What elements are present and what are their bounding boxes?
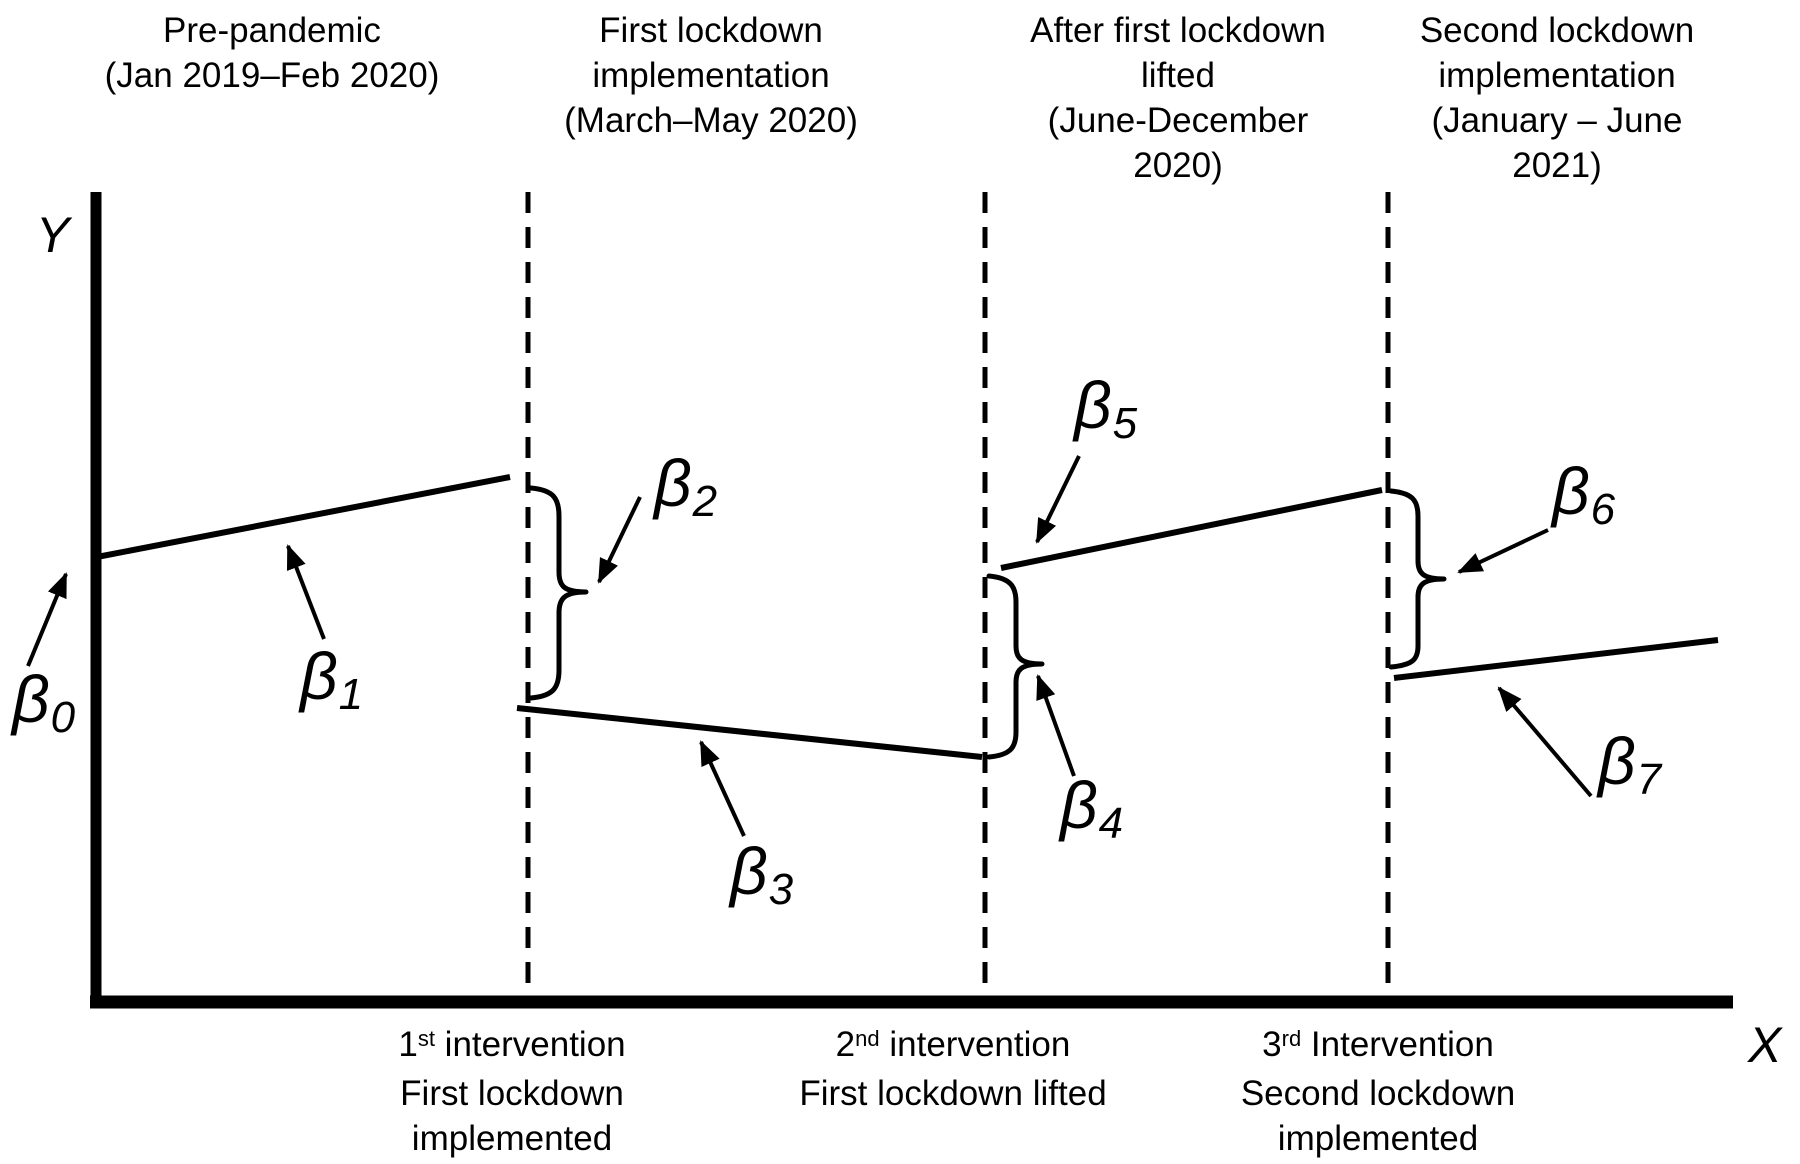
intervention-ordinal-suffix: nd [855,1026,880,1052]
period-label-first-lockdown: First lockdown implementation (March–May… [564,8,858,143]
intervention-ordinal-suffix: st [417,1026,435,1052]
intervention-ordinal: 2 [835,1025,856,1064]
beta-symbol: β [1552,454,1590,528]
period-line: Second lockdown [1419,11,1695,50]
arrow-beta6 [1457,528,1549,574]
intervention-label-1: 1st intervention First lockdown implemen… [398,1022,625,1161]
intervention-ordinal: 1 [398,1025,418,1064]
beta-symbol: β [1598,724,1636,798]
intervention-title-rest: intervention [879,1025,1071,1064]
intervention-title: 2nd intervention [799,1022,1106,1071]
beta3-label: β3 [730,838,793,911]
beta-subscript: 1 [338,669,364,719]
intervention-title-rest: Intervention [1301,1025,1494,1064]
intervention-label-2: 2nd intervention First lockdown lifted [799,1022,1106,1116]
arrow-beta0 [26,572,68,667]
period-line: (March–May 2020) [564,101,858,140]
intervention-title: 3rd Intervention [1241,1022,1515,1071]
intervention-line: implemented [1277,1119,1479,1158]
beta-subscript: 6 [1590,484,1616,534]
arrow-beta1 [286,544,326,640]
intervention-title-rest: intervention [434,1025,626,1064]
intervention-line: implemented [411,1119,613,1158]
beta7-label: β7 [1598,728,1661,801]
period-label-second-lockdown: Second lockdown implementation (January … [1420,8,1694,188]
beta-subscript: 3 [768,864,794,914]
beta0-label: β0 [12,666,75,739]
y-axis-label: Y [36,207,70,263]
period-line: (Jan 2019–Feb 2020) [104,56,440,95]
beta-subscript: 4 [1098,798,1124,848]
beta-symbol: β [300,639,338,713]
period-line: lifted [1141,56,1215,95]
segment-after-lockdown-lifted [1000,487,1383,571]
beta-subscript: 5 [1112,398,1138,448]
segment-pre-pandemic [96,474,511,560]
intervention-ordinal-suffix: rd [1281,1026,1302,1052]
period-label-after-lockdown-lifted: After first lockdown lifted (June-Decemb… [1030,8,1326,188]
beta1-label: β1 [300,643,363,716]
arrow-beta7 [1497,686,1593,798]
beta-symbol: β [654,446,692,520]
beta2-label: β2 [654,450,717,523]
brace-beta2-level-change [528,485,589,701]
period-line: Pre-pandemic [163,11,381,50]
segment-first-lockdown [516,705,983,760]
beta-subscript: 7 [1636,754,1662,804]
period-line: implementation [1438,56,1676,95]
beta-symbol: β [1074,368,1112,442]
period-line: implementation [592,56,830,95]
period-line: (January – June [1431,101,1683,140]
period-label-pre-pandemic: Pre-pandemic (Jan 2019–Feb 2020) [105,8,440,98]
beta-symbol: β [12,662,50,736]
beta-symbol: β [1060,768,1098,842]
brace-beta6-level-change [1388,488,1447,670]
beta5-label: β5 [1074,372,1137,445]
period-line: First lockdown [599,11,823,50]
period-line: (June-December [1047,101,1309,140]
beta-subscript: 2 [692,476,718,526]
period-line: 2021) [1512,146,1602,185]
beta-subscript: 0 [50,692,76,742]
intervention-title: 1st intervention [398,1022,625,1071]
intervention-line: Second lockdown [1240,1074,1516,1113]
beta6-label: β6 [1552,458,1615,531]
arrow-beta4 [1036,674,1076,777]
intervention-label-3: 3rd Intervention Second lockdown impleme… [1241,1022,1515,1161]
beta4-label: β4 [1060,772,1123,845]
arrow-beta5 [1035,455,1081,544]
period-line: After first lockdown [1030,11,1326,50]
beta-symbol: β [730,834,768,908]
intervention-line: First lockdown [400,1074,624,1113]
segment-second-lockdown [1393,637,1719,681]
intervention-ordinal: 3 [1262,1025,1282,1064]
arrow-beta3 [699,740,746,837]
brace-beta4-level-change [986,573,1045,760]
period-line: 2020) [1133,146,1223,185]
arrow-beta2 [597,496,642,584]
x-axis-label: X [1748,1017,1782,1073]
intervention-line: First lockdown lifted [799,1074,1107,1113]
